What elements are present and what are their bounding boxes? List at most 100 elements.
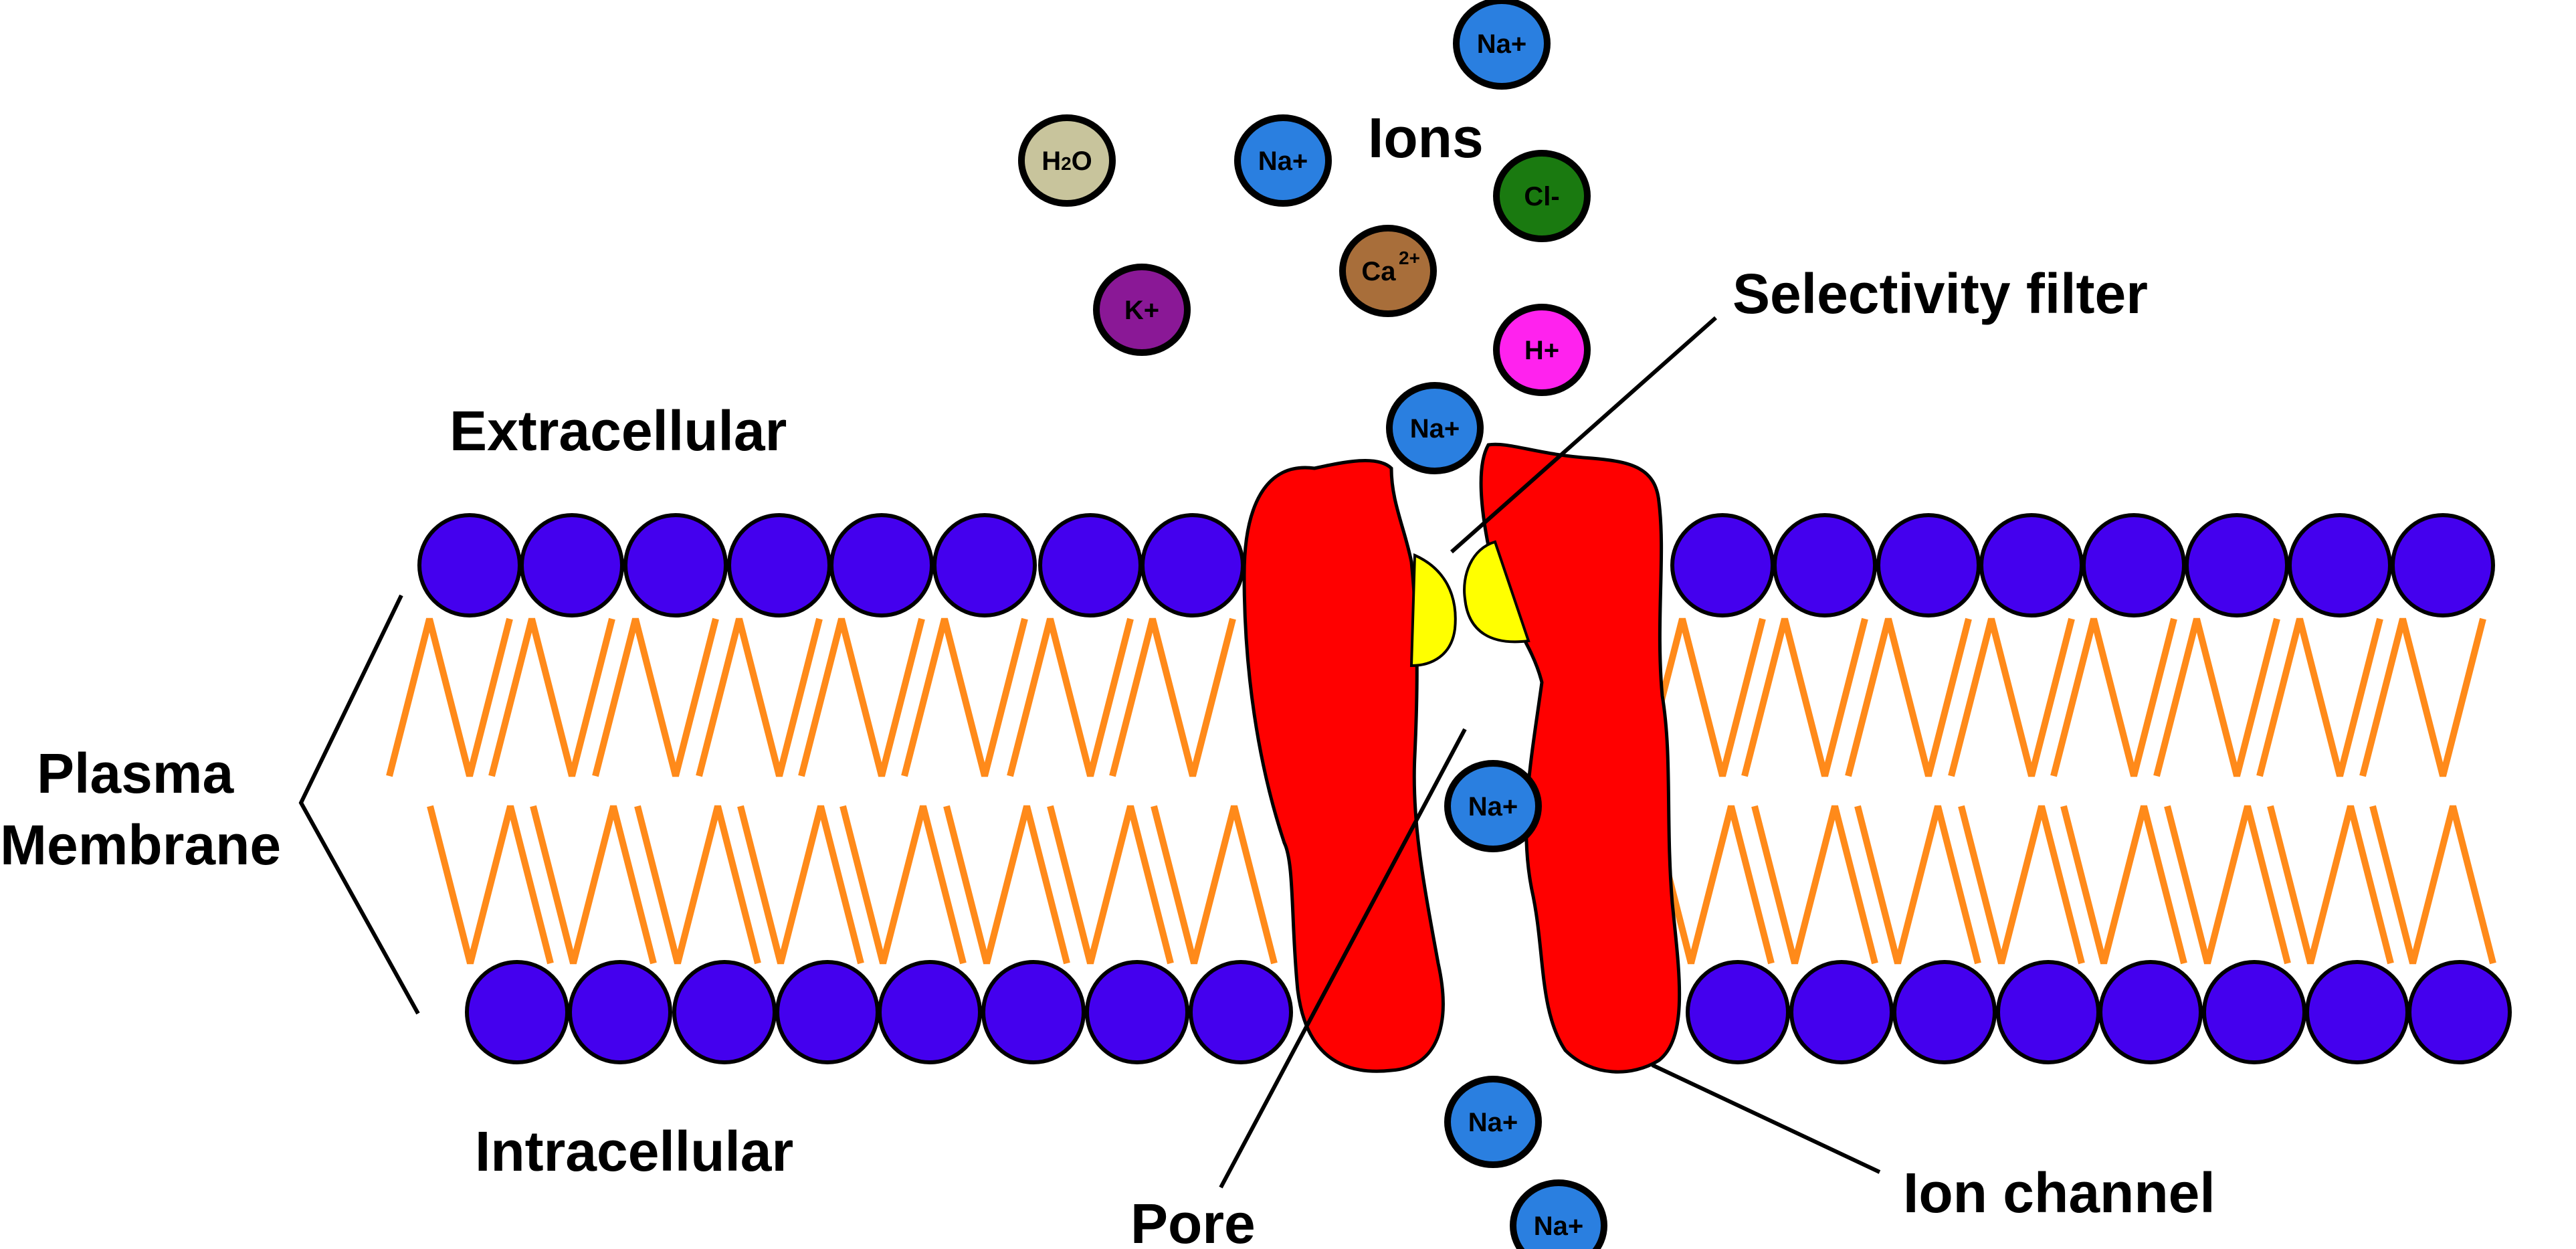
ion-label: Na+ — [1468, 1108, 1518, 1137]
lipid-head — [932, 513, 1037, 617]
selectivity-filter-label: Selectivity filter — [1732, 262, 2148, 325]
ion-label: Na+ — [1468, 792, 1518, 822]
lipid-tail — [634, 805, 761, 965]
lipid-tail — [1845, 617, 1972, 777]
lipid-head — [1038, 513, 1143, 617]
lipid-head — [727, 513, 831, 617]
ion-5: H+ — [1493, 304, 1591, 396]
lipid-tail — [1948, 617, 2075, 777]
ion-circle — [1386, 382, 1484, 474]
lipid-head — [1892, 960, 1997, 1064]
lipid-tail — [839, 805, 967, 965]
selectivity-filter-right — [1463, 540, 1530, 644]
lipid-tail — [592, 617, 719, 777]
lipid-head — [1789, 960, 1894, 1064]
ion-circle — [1093, 264, 1191, 356]
ion-channel-pointer — [1651, 1063, 1881, 1174]
lipid-head — [1670, 513, 1775, 617]
selectivity-filter-left — [1409, 553, 1457, 668]
lipid-head — [775, 960, 880, 1064]
water-molecule: H2O — [1018, 114, 1116, 207]
lipid-head — [2202, 960, 2306, 1064]
pore-pointer — [1219, 728, 1467, 1189]
ion-label: Na+ — [1258, 147, 1308, 176]
lipid-head — [1085, 960, 1189, 1064]
lipid-head — [829, 513, 934, 617]
lipid-tail — [2164, 805, 2291, 965]
ions-label: Ions — [1368, 106, 1484, 169]
pore-label: Pore — [1130, 1192, 1256, 1249]
ion-4: K+ — [1093, 264, 1191, 356]
selectivity-filter-pointer — [1450, 316, 1717, 554]
ion-6: Na+ — [1386, 382, 1484, 474]
ion-circle — [1339, 225, 1437, 317]
ion-circle — [1510, 1179, 1607, 1249]
lipid-tail — [901, 617, 1028, 777]
lipid-head — [1996, 960, 2100, 1064]
ion-1: Na+ — [1234, 114, 1332, 207]
channel-right-subunit — [1479, 442, 1682, 1074]
ion-circle — [1493, 150, 1591, 242]
lipid-tail — [1958, 805, 2085, 965]
membrane-bracket — [298, 594, 420, 1015]
lipid-tail — [737, 805, 864, 965]
lipid-head — [1773, 513, 1877, 617]
ion-label: Ca — [1361, 257, 1396, 286]
lipid-heads — [417, 513, 2512, 1064]
lipid-tail — [1151, 805, 1278, 965]
lipid-head — [520, 513, 624, 617]
channel-left-subunit — [1242, 458, 1445, 1073]
ion-label: Na+ — [1534, 1212, 1584, 1241]
lipid-head — [2407, 960, 2512, 1064]
lipid-head — [465, 960, 569, 1064]
ion-8: Na+ — [1444, 1076, 1542, 1168]
lipid-head — [2288, 513, 2392, 617]
lipid-head — [2098, 960, 2203, 1064]
lipid-head — [1686, 960, 1790, 1064]
lipid-head — [1876, 513, 1981, 617]
lipid-tail — [488, 617, 615, 777]
ion-label: Cl- — [1524, 182, 1559, 211]
ion-circle — [1453, 0, 1551, 90]
water-circle — [1018, 114, 1116, 207]
lipid-head — [417, 513, 522, 617]
lipid-head — [981, 960, 1086, 1064]
lipid-head — [2185, 513, 2289, 617]
lipid-head — [568, 960, 672, 1064]
lipid-head — [623, 513, 728, 617]
ion-circle — [1444, 1076, 1542, 1168]
plasma-label: Plasma — [37, 742, 234, 805]
lipid-head — [672, 960, 777, 1064]
lipid-tail — [2060, 805, 2187, 965]
lipid-tails — [386, 617, 2496, 965]
extracellular-label: Extracellular — [450, 399, 787, 462]
water-label: H2O — [1042, 147, 1092, 176]
ion-0: Na+ — [1453, 0, 1551, 90]
ion-charge: 2+ — [1399, 248, 1420, 268]
ion-circle — [1493, 304, 1591, 396]
lipid-head — [1979, 513, 2084, 617]
ion-circle — [1234, 114, 1332, 207]
lipid-tail — [2050, 617, 2177, 777]
pointer-lines — [298, 316, 1881, 1189]
ion-7: Na+ — [1444, 760, 1542, 852]
ion-2: Cl- — [1493, 150, 1591, 242]
ion-channel — [1242, 442, 1682, 1074]
lipid-tail — [1007, 617, 1134, 777]
lipid-tail — [1741, 617, 1868, 777]
ion-channel-label: Ion channel — [1903, 1161, 2215, 1224]
lipid-tail — [696, 617, 823, 777]
lipid-head — [2305, 960, 2409, 1064]
lipid-tail — [2359, 617, 2486, 777]
lipid-tail — [386, 617, 513, 777]
lipid-head — [1141, 513, 1245, 617]
lipid-tail — [427, 805, 554, 965]
lipid-tail — [1854, 805, 1981, 965]
lipid-tail — [1109, 617, 1236, 777]
lipid-tail — [2369, 805, 2496, 965]
lipid-head — [2391, 513, 2495, 617]
lipid-tail — [530, 805, 657, 965]
lipid-tail — [2267, 805, 2394, 965]
